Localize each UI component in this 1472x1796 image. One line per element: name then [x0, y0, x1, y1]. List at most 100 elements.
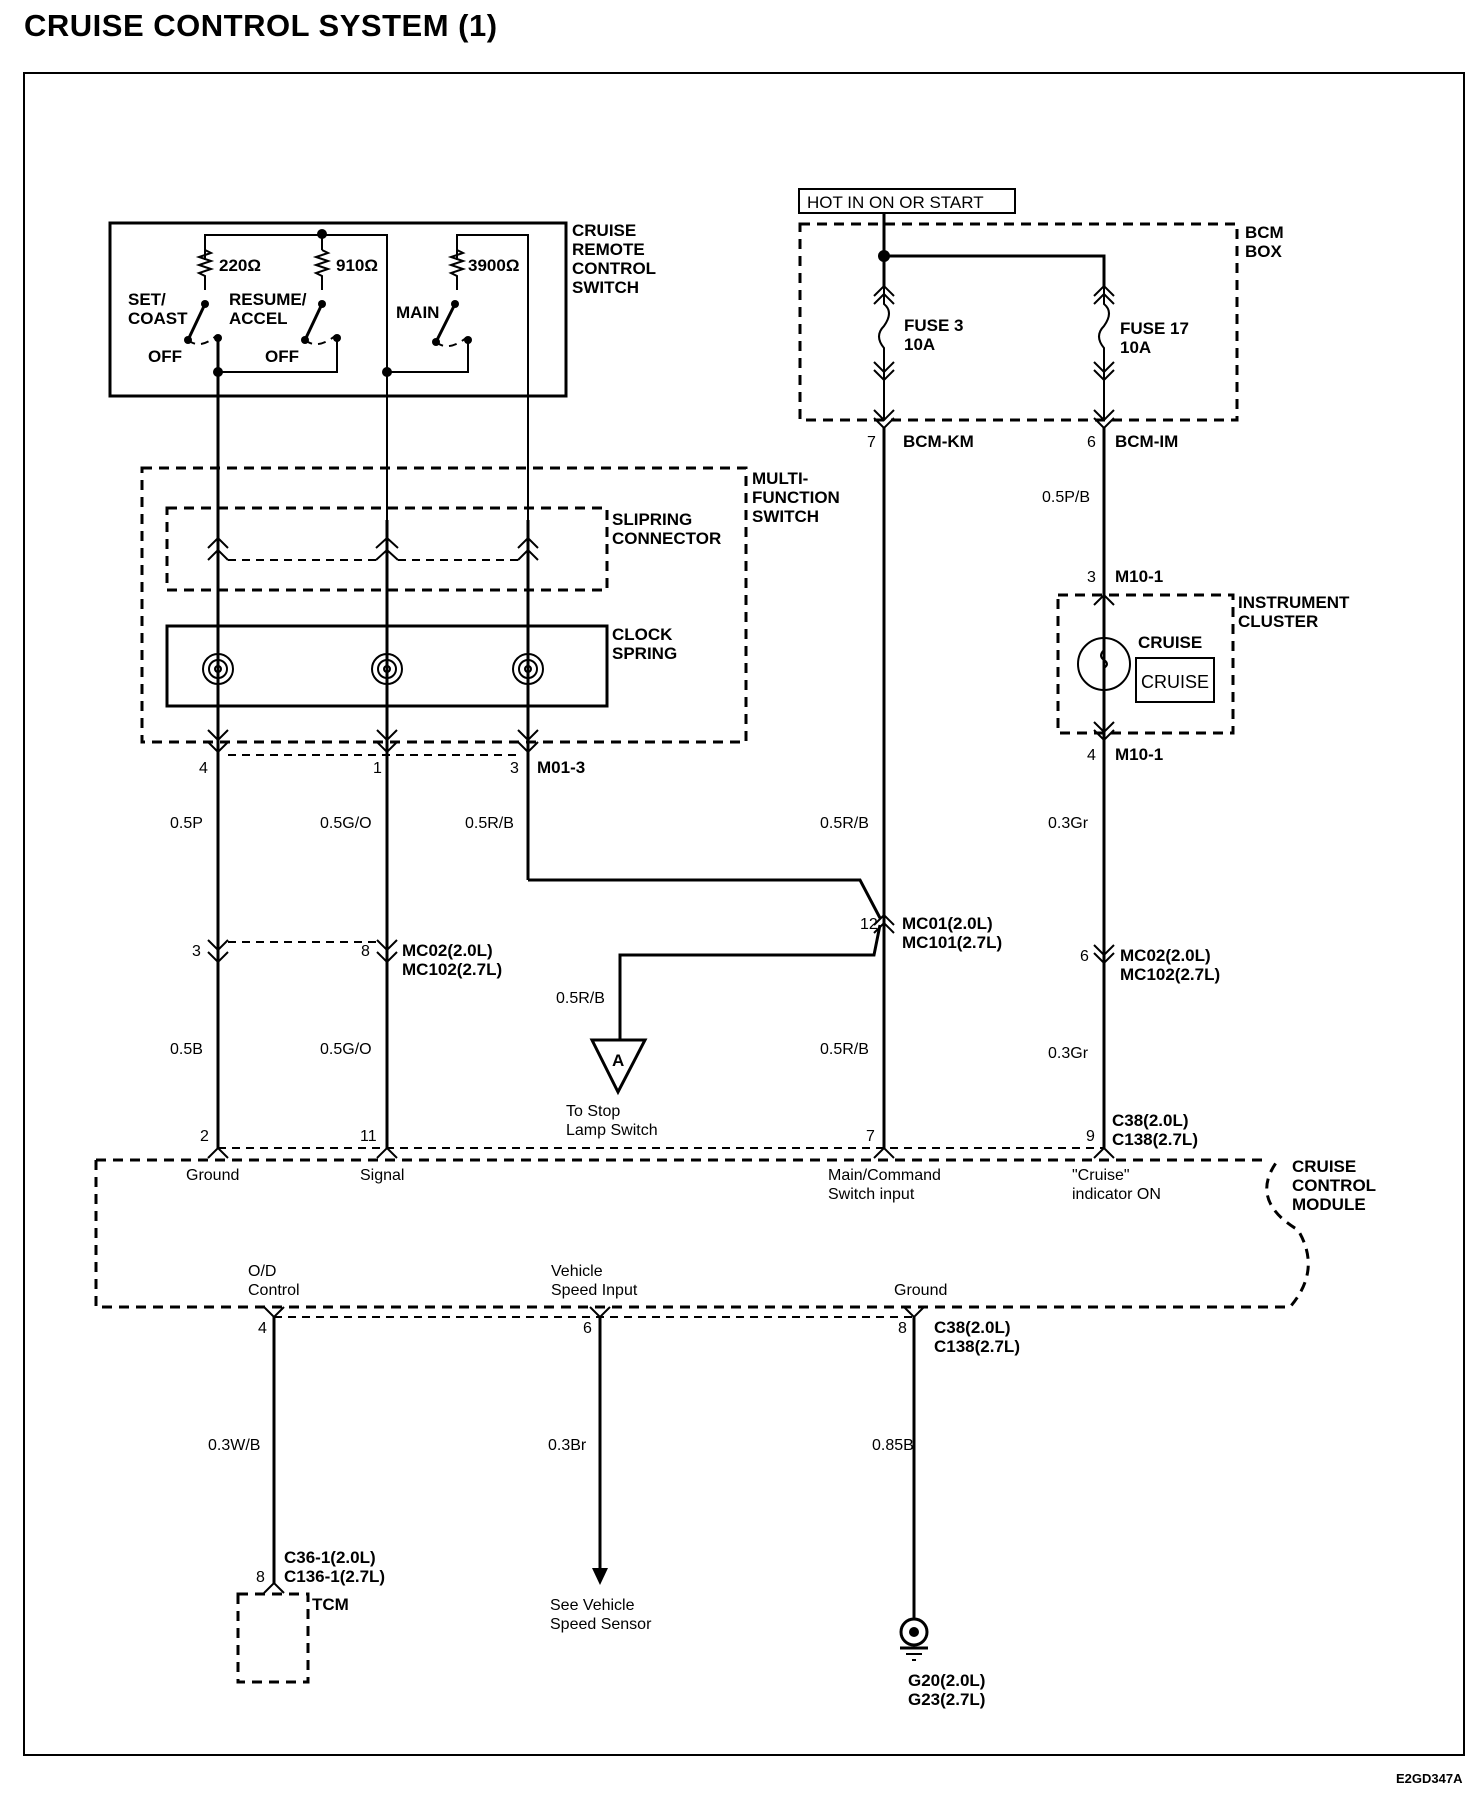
module-pin-label: Vehicle [551, 1263, 603, 1280]
svg-text:COAST: COAST [128, 309, 188, 328]
svg-text:CONTROL: CONTROL [1292, 1176, 1376, 1195]
svg-text:SLIPRING: SLIPRING [612, 510, 692, 529]
pin-number: 9 [1086, 1128, 1095, 1145]
svg-text:Control: Control [248, 1282, 300, 1299]
page-title: CRUISE CONTROL SYSTEM (1) [24, 8, 498, 43]
pin-number: 3 [1087, 569, 1096, 586]
pin-number: 4 [199, 760, 208, 777]
connector-id: MC02(2.0L) [1120, 946, 1211, 965]
connector-id: BCM-KM [903, 432, 974, 451]
svg-text:Speed Sensor: Speed Sensor [550, 1616, 652, 1633]
resistor-value: 910Ω [336, 256, 378, 275]
svg-text:RESUME/: RESUME/ [229, 290, 307, 309]
off-label: OFF [265, 347, 299, 366]
pin-number: 12 [860, 916, 878, 933]
connector-id: MC101(2.7L) [902, 933, 1002, 952]
ground-icon [899, 1617, 929, 1661]
module-pin-label: O/D [248, 1263, 276, 1280]
connector-id: C38(2.0L) [934, 1318, 1011, 1337]
figure-code: E2GD347A [1396, 1771, 1463, 1786]
wire-spec: 0.5P/B [1042, 489, 1090, 506]
arrow-down-icon [592, 1568, 608, 1585]
bcm-box: HOT IN ON OR START FUSE 3 10A FUSE 17 10… [798, 188, 1284, 451]
connector-id: M10-1 [1115, 567, 1163, 586]
module-pin-label: Main/Command [828, 1167, 941, 1184]
svg-text:Switch input: Switch input [828, 1186, 915, 1203]
tcm-label: TCM [312, 1595, 349, 1614]
pin-number: 4 [1087, 747, 1096, 764]
left-harness: 0.5P 0.5G/O 0.5R/B 3 8 MC02(2.0L) MC102(… [170, 815, 882, 1058]
wire-spec: 0.5B [170, 1041, 203, 1058]
pin-number: 6 [1087, 434, 1096, 451]
svg-text:Lamp Switch: Lamp Switch [566, 1122, 658, 1139]
cruise-remote-control-switch: 220Ω 910Ω 3900Ω SET/ COAST OFF RESUME/ A… [108, 221, 656, 520]
cruise-control-module: 2 11 7 9 Ground Signal Main/Command Swit… [94, 1128, 1376, 1356]
output-circuits: 0.3W/B C36-1(2.0L) C136-1(2.7L) 8 TCM 0.… [208, 1317, 985, 1709]
wire-spec: 0.5P [170, 815, 203, 832]
pin-number: 11 [360, 1128, 377, 1145]
resistor-icon [195, 249, 215, 290]
svg-text:See Vehicle: See Vehicle [550, 1597, 635, 1614]
svg-text:BCM: BCM [1245, 223, 1284, 242]
pin-number: 3 [192, 943, 201, 960]
pin-number: 7 [867, 434, 876, 451]
svg-text:CONTROL: CONTROL [572, 259, 656, 278]
remote-switch-box [108, 221, 568, 398]
svg-text:10A: 10A [1120, 338, 1151, 357]
connector-id: MC01(2.0L) [902, 914, 993, 933]
indicator-circuit: 0.5P/B 3 M10-1 CRUISE CRUISE INSTRUMENT … [1042, 428, 1350, 1149]
pin-number: 8 [898, 1320, 907, 1337]
svg-text:CONNECTOR: CONNECTOR [612, 529, 721, 548]
connector-id: MC02(2.0L) [402, 941, 493, 960]
resistor-icon [312, 249, 332, 290]
pin-number: 1 [373, 760, 382, 777]
pin-number: 7 [866, 1128, 875, 1145]
wire-spec: 0.3W/B [208, 1437, 260, 1454]
clock-spring-coil-icon [202, 653, 544, 685]
wire-spec: 0.5R/B [820, 1041, 869, 1058]
svg-text:FUSE 17: FUSE 17 [1120, 319, 1189, 338]
svg-text:SWITCH: SWITCH [752, 507, 819, 526]
connector-id: C138(2.7L) [934, 1337, 1020, 1356]
svg-text:CRUISE: CRUISE [1292, 1157, 1356, 1176]
connector-id: MC102(2.7L) [402, 960, 502, 979]
svg-text:To Stop: To Stop [566, 1103, 620, 1120]
switch-contact-icon [434, 303, 457, 343]
module-pin-label: Ground [894, 1282, 947, 1299]
wire-spec: 0.3Gr [1048, 1045, 1089, 1062]
wire-spec: 0.3Gr [1048, 815, 1089, 832]
resistor-value: 3900Ω [468, 256, 519, 275]
connector-id: BCM-IM [1115, 432, 1178, 451]
lamp-label: CRUISE [1138, 633, 1202, 652]
wire-spec: 0.5R/B [465, 815, 514, 832]
stop-lamp-reference-icon [589, 1038, 648, 1096]
svg-text:CLOCK: CLOCK [612, 625, 673, 644]
fuse-icon [1093, 284, 1115, 420]
module-pin-label: Signal [360, 1167, 404, 1184]
svg-text:MULTI-: MULTI- [752, 469, 808, 488]
cruise-lamp-icon [1077, 637, 1131, 691]
pin-number: 3 [510, 760, 519, 777]
svg-text:HOT IN ON OR START: HOT IN ON OR START [807, 193, 984, 212]
svg-text:SWITCH: SWITCH [572, 278, 639, 297]
connector-id: M10-1 [1115, 745, 1163, 764]
svg-text:G23(2.7L): G23(2.7L) [908, 1690, 985, 1709]
svg-text:REMOTE: REMOTE [572, 240, 645, 259]
resistor-value: 220Ω [219, 256, 261, 275]
switch-contact-icon [303, 303, 324, 341]
connector-id: C138(2.7L) [1112, 1130, 1198, 1149]
pin-number: 4 [258, 1320, 267, 1337]
svg-text:BOX: BOX [1245, 242, 1283, 261]
svg-text:MODULE: MODULE [1292, 1195, 1366, 1214]
wire-spec: 0.5R/B [820, 815, 869, 832]
pin-number: 8 [361, 943, 370, 960]
main-switch-label: MAIN [396, 303, 439, 322]
module-pin-label: Ground [186, 1167, 239, 1184]
off-label: OFF [148, 347, 182, 366]
svg-text:SPRING: SPRING [612, 644, 677, 663]
svg-text:G20(2.0L): G20(2.0L) [908, 1671, 985, 1690]
svg-text:FUSE 3: FUSE 3 [904, 316, 964, 335]
hot-in-on-or-start-label [798, 188, 1016, 214]
multifunction-switch: SLIPRING CONNECTOR CLOCK SPRING MULTI- F… [140, 466, 840, 1148]
